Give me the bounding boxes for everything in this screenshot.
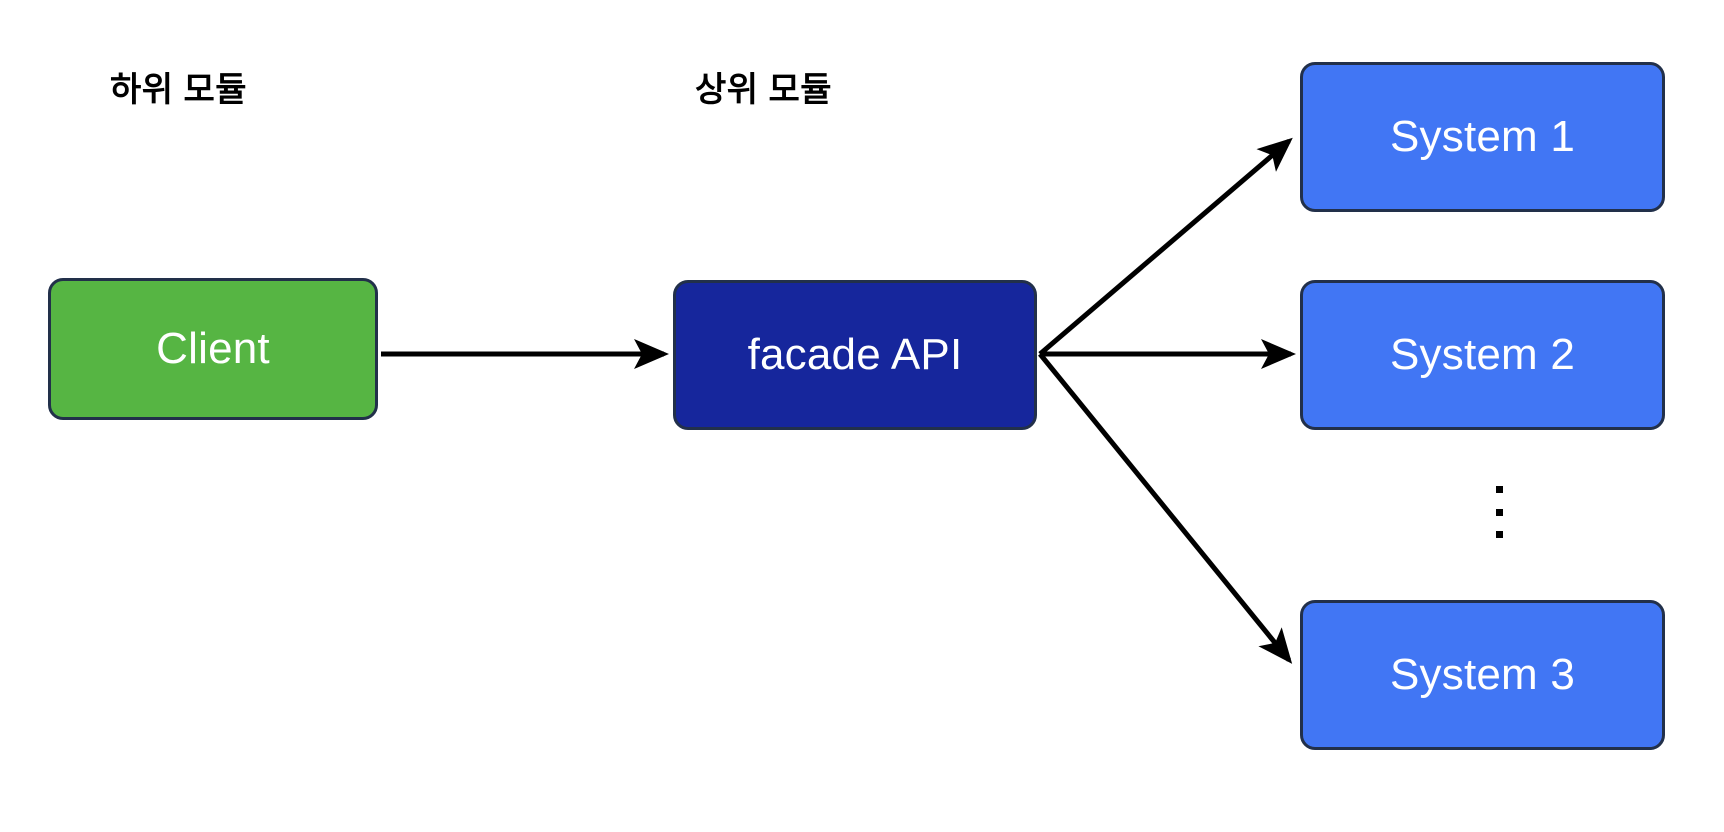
- edge-facade-to-system1: [1038, 137, 1293, 356]
- ellipsis-dot: [1495, 486, 1503, 493]
- edge-facade-to-system3: [1038, 352, 1293, 664]
- node-system-3[interactable]: System 3: [1300, 600, 1665, 750]
- node-facade-api[interactable]: facade API: [673, 280, 1037, 430]
- node-system-1-label: System 1: [1390, 112, 1575, 161]
- ellipsis-dot: [1495, 531, 1503, 538]
- node-system-1[interactable]: System 1: [1300, 62, 1665, 212]
- node-client[interactable]: Client: [48, 278, 378, 420]
- node-system-2-label: System 2: [1390, 330, 1575, 379]
- node-facade-api-label: facade API: [747, 330, 963, 379]
- group-label-lower-module: 하위 모듈: [110, 71, 248, 109]
- node-system-3-label: System 3: [1390, 650, 1575, 699]
- node-client-label: Client: [156, 324, 270, 373]
- group-label-upper-module: 상위 모듈: [695, 71, 833, 109]
- node-system-2[interactable]: System 2: [1300, 280, 1665, 430]
- ellipsis-dot: [1495, 508, 1503, 516]
- vertical-ellipsis-icon: [1494, 486, 1504, 538]
